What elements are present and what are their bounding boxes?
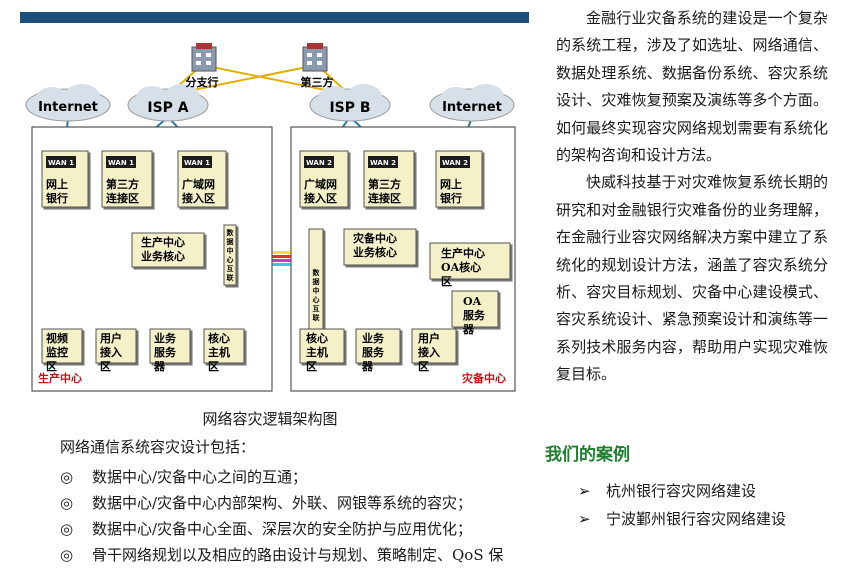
prod-wan-tag-2: WAN 1: [108, 159, 134, 167]
internet-left-label: Internet: [38, 100, 98, 115]
production-center-label: 生产中心: [38, 371, 82, 385]
arrow-bullet-icon: ➢: [578, 510, 591, 528]
isp-a-label: ISP A: [147, 100, 188, 116]
solution-description: 金融行业灾备系统的建设是一个复杂的系统工程，涉及了如选址、网络通信、数据处理系统…: [556, 5, 828, 389]
prod-wan-wide-area: [177, 150, 227, 208]
list-item-text: 数据中心/灾备中心之间的互通；: [92, 468, 308, 486]
prod-dc-interconnect-label: 数据中心互联: [227, 228, 235, 282]
list-item: ◎ 数据中心/灾备中心之间的互通；: [60, 464, 503, 490]
prod-bottom-3: 业务服务器: [153, 331, 177, 373]
third-party-label: 第三方: [301, 75, 334, 89]
paragraph-2: 快威科技基于对灾难恢复系统长期的研究和对金融银行灾难备份的业务理解，在金融行业容…: [556, 173, 828, 384]
backup-dc-interconnect-label: 数据中心互联: [313, 268, 321, 322]
branch-building-icon: [191, 43, 217, 72]
third-party-building-icon: [302, 43, 328, 72]
network-architecture-diagram: Internet ISP A ISP B Internet 分支行 第三方 WA: [25, 43, 516, 392]
paragraph-1: 金融行业灾备系统的建设是一个复杂的系统工程，涉及了如选址、网络通信、数据处理系统…: [556, 9, 828, 165]
isp-b-cloud: ISP B: [309, 84, 391, 122]
case-item[interactable]: ➢ 宁波鄞州银行容灾网络建设: [578, 505, 786, 533]
case-item-text: 宁波鄞州银行容灾网络建设: [606, 510, 787, 528]
prod-wan-online-banking: [41, 150, 89, 208]
backup-wan-name-1: 广域网接入区: [304, 177, 337, 205]
backup-oa-core-box: [429, 242, 511, 280]
list-item: ◎ 骨干网络规划以及相应的路由设计与规划、策略制定、QoS 保: [60, 542, 503, 568]
design-intro: 网络通信系统容灾设计包括：: [60, 438, 256, 456]
prod-core-box: [131, 232, 205, 268]
backup-wan-name-3: 网上银行: [440, 177, 462, 205]
design-bullet-list: ◎ 数据中心/灾备中心之间的互通； ◎ 数据中心/灾备中心内部架构、外联、网银等系统…: [60, 464, 503, 568]
case-item-text: 杭州银行容灾网络建设: [606, 482, 757, 500]
prod-wan-name-1: 网上银行: [46, 177, 68, 205]
prod-bottom-2: 用户接入区: [100, 331, 122, 373]
list-item: ◎ 数据中心/灾备中心内部架构、外联、网银等系统的容灾；: [60, 490, 503, 516]
case-item[interactable]: ➢ 杭州银行容灾网络建设: [578, 477, 786, 505]
isp-a-cloud: ISP A: [127, 84, 209, 122]
diagram-caption: 网络容灾逻辑架构图: [202, 410, 338, 428]
bullet-icon: ◎: [60, 546, 74, 564]
backup-bottom-1: 核心主机区: [306, 331, 328, 373]
backup-wan-tag-1: WAN 2: [306, 159, 332, 167]
prod-bottom-1: 视频监控区: [46, 331, 68, 373]
list-item-text: 数据中心/灾备中心全面、深层次的安全防护与应用优化；: [92, 520, 473, 538]
prod-wan-name-3: 广域网接入区: [182, 177, 215, 205]
isp-b-label: ISP B: [329, 100, 370, 116]
list-item: ◎ 数据中心/灾备中心全面、深层次的安全防护与应用优化；: [60, 516, 503, 542]
backup-wan-third-party: [363, 150, 415, 208]
internet-right-label: Internet: [442, 100, 502, 115]
case-list: ➢ 杭州银行容灾网络建设 ➢ 宁波鄞州银行容灾网络建设: [578, 477, 786, 533]
internet-left-cloud: Internet: [25, 84, 111, 122]
prod-dc-interconnect-box: [223, 224, 237, 286]
bullet-icon: ◎: [60, 494, 74, 512]
backup-core-label: 灾备中心业务核心: [353, 231, 397, 259]
backup-wan-online-banking: [435, 150, 483, 208]
list-item-text: 数据中心/灾备中心内部架构、外联、网银等系统的容灾；: [92, 494, 473, 512]
bullet-icon: ◎: [60, 468, 74, 486]
arrow-bullet-icon: ➢: [578, 482, 591, 500]
backup-center-label: 灾备中心: [462, 371, 506, 385]
prod-core-label: 生产中心业务核心: [141, 235, 185, 263]
backup-wan-tag-3: WAN 2: [442, 159, 468, 167]
backup-wan-wide-area: [299, 150, 349, 208]
prod-wan-tag-1: WAN 1: [48, 159, 74, 167]
top-banner-bar: [20, 12, 529, 23]
prod-wan-third-party: [101, 150, 153, 208]
prod-bottom-boxes: [41, 328, 245, 364]
backup-bottom-boxes: [299, 328, 457, 364]
backup-oa-server-box: [451, 290, 499, 328]
backup-bottom-2: 业务服务器: [361, 331, 385, 373]
list-item-text: 骨干网络规划以及相应的路由设计与规划、策略制定、QoS 保: [92, 546, 504, 564]
backup-bottom-3: 用户接入区: [418, 331, 440, 373]
branch-label: 分支行: [186, 75, 219, 89]
bullet-icon: ◎: [60, 520, 74, 538]
prod-bottom-4: 核心主机区: [208, 331, 230, 373]
internet-right-cloud: Internet: [429, 84, 515, 122]
cases-heading: 我们的案例: [545, 445, 630, 465]
backup-wan-tag-2: WAN 2: [370, 159, 396, 167]
prod-wan-name-2: 第三方连接区: [106, 177, 139, 205]
prod-wan-tag-3: WAN 1: [184, 159, 210, 167]
backup-core-box: [343, 228, 417, 266]
backup-wan-name-2: 第三方连接区: [368, 177, 401, 205]
